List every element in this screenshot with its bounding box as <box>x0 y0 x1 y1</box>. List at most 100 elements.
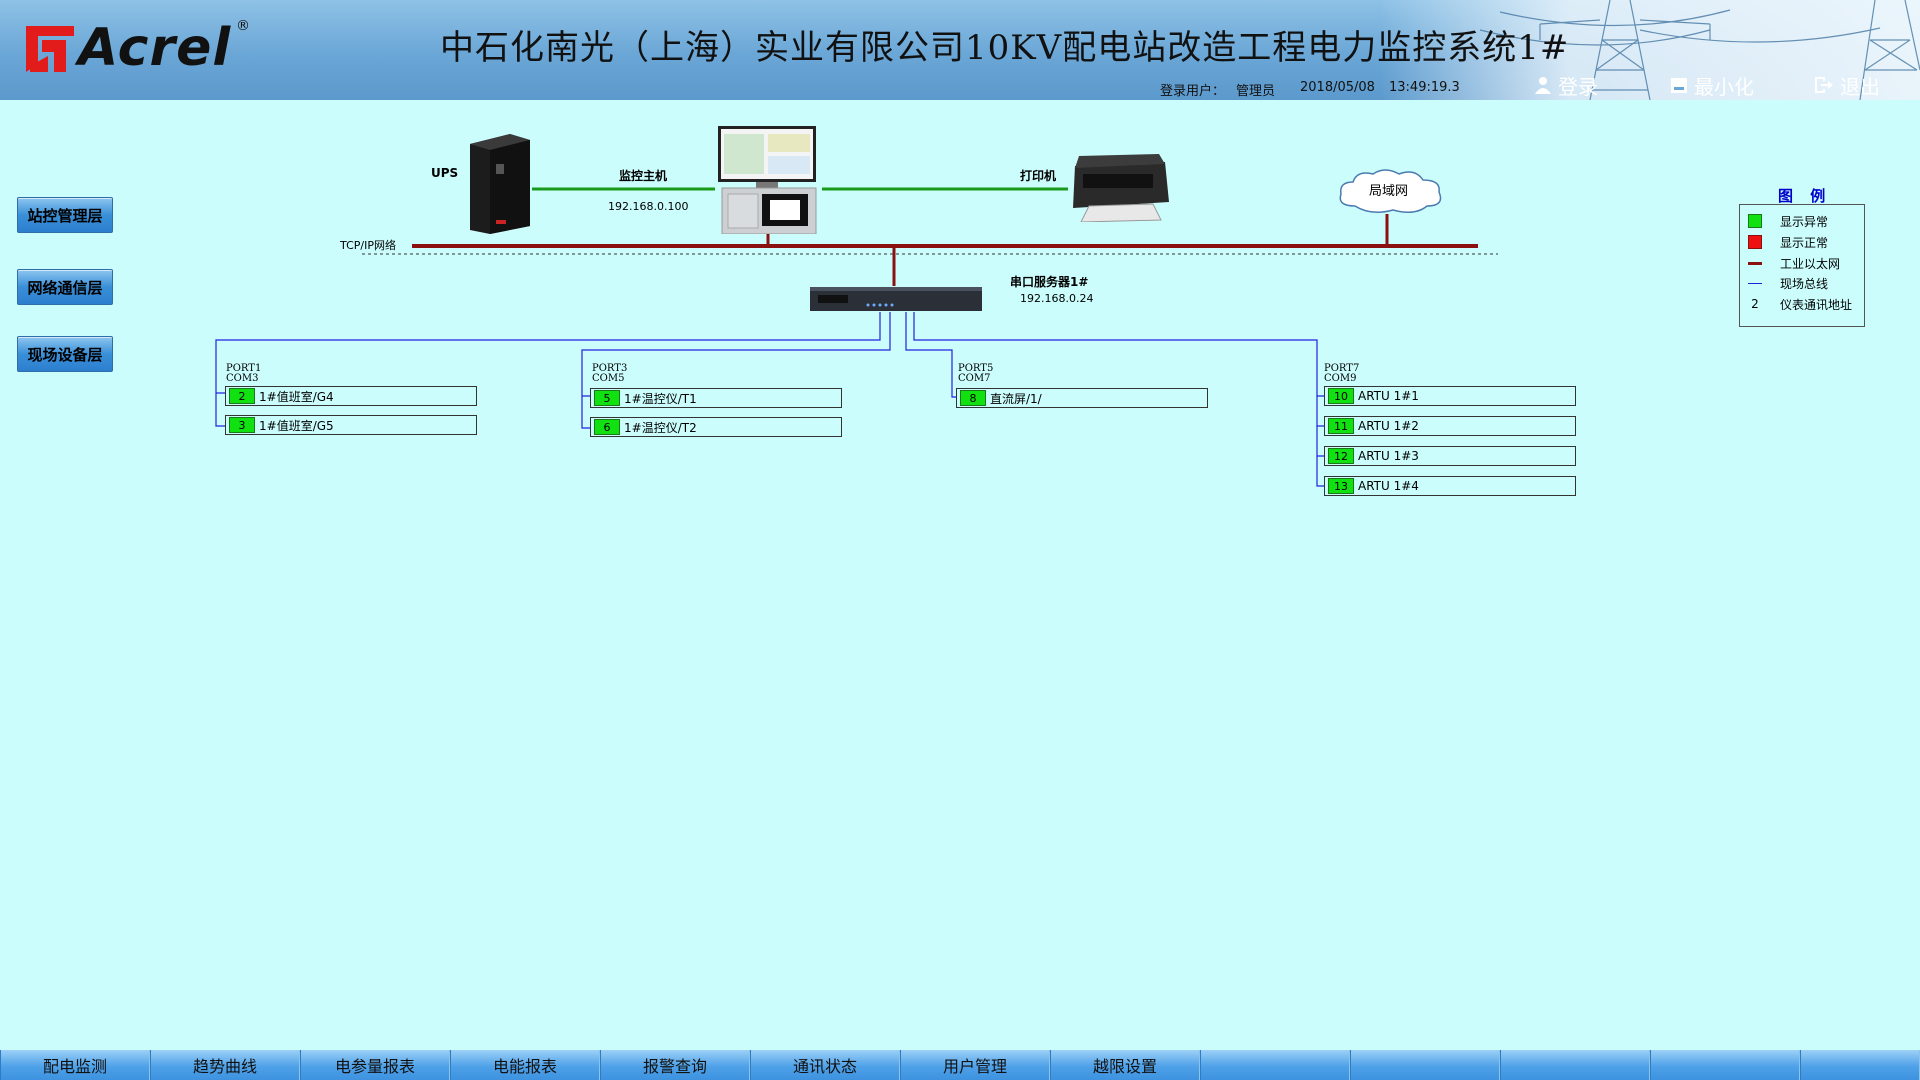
device-address: 13 <box>1328 478 1354 494</box>
nav-limit-setting[interactable]: 越限设置 <box>1050 1050 1200 1080</box>
ups-icon[interactable] <box>470 134 530 234</box>
device-address: 10 <box>1328 388 1354 404</box>
nav-alarm-query[interactable]: 报警查询 <box>600 1050 750 1080</box>
acrel-mark-icon <box>26 26 74 72</box>
device-row[interactable]: 3 1#值班室/G5 <box>225 415 477 435</box>
nav-user-manage[interactable]: 用户管理 <box>900 1050 1050 1080</box>
nav-empty[interactable] <box>1650 1050 1800 1080</box>
power-tower-icon <box>1480 0 1920 100</box>
device-address: 2 <box>229 388 255 404</box>
legend-label: 现场总线 <box>1780 276 1829 291</box>
layer-button-station[interactable]: 站控管理层 <box>17 197 113 233</box>
green-square-icon <box>1748 214 1762 228</box>
legend-item: 工业以太网 <box>1748 255 1840 271</box>
port-name: PORT5 <box>958 363 994 374</box>
device-row[interactable]: 11 ARTU 1#2 <box>1324 416 1576 436</box>
device-row[interactable]: 2 1#值班室/G4 <box>225 386 477 406</box>
minimize-label: 最小化 <box>1694 74 1754 99</box>
nav-empty[interactable] <box>1800 1050 1920 1080</box>
nav-empty[interactable] <box>1350 1050 1500 1080</box>
device-name: 1#值班室/G5 <box>259 418 334 433</box>
device-name: ARTU 1#1 <box>1358 389 1419 403</box>
topology-lines <box>215 187 1498 487</box>
device-address: 6 <box>594 419 620 435</box>
device-name: 直流屏/1/ <box>990 391 1042 406</box>
device-address: 12 <box>1328 448 1354 464</box>
host-ip: 192.168.0.100 <box>608 200 689 213</box>
fieldbus-port5 <box>905 312 956 398</box>
minimize-icon <box>1671 78 1687 93</box>
serial-server-icon[interactable] <box>810 285 982 313</box>
fieldbus-line-icon <box>1748 282 1762 284</box>
legend-label: 仪表通讯地址 <box>1780 297 1853 312</box>
current-time: 13:49:19.3 <box>1389 80 1460 95</box>
fieldbus-port1 <box>215 312 881 394</box>
nav-power-monitor[interactable]: 配电监测 <box>0 1050 150 1080</box>
port-name: PORT1 <box>226 363 262 374</box>
minimize-button[interactable]: 最小化 <box>1670 72 1754 99</box>
bottom-nav: 配电监测 趋势曲线 电参量报表 电能报表 报警查询 通讯状态 用户管理 越限设置 <box>0 1050 1920 1080</box>
nav-empty[interactable] <box>1500 1050 1650 1080</box>
port-name: PORT7 <box>1324 363 1360 374</box>
legend-label: 显示正常 <box>1780 235 1829 250</box>
serial-server-ip: 192.168.0.24 <box>1020 292 1094 305</box>
device-row[interactable]: 12 ARTU 1#3 <box>1324 446 1576 466</box>
legend-item: 2 仪表通讯地址 <box>1748 296 1852 312</box>
legend-label: 显示异常 <box>1780 214 1829 229</box>
legend-label: 工业以太网 <box>1780 256 1841 271</box>
address-symbol: 2 <box>1751 297 1759 311</box>
device-address: 8 <box>960 390 986 406</box>
exit-button[interactable]: 退出 <box>1814 72 1880 99</box>
com-name: COM3 <box>226 373 259 384</box>
device-name: 1#值班室/G4 <box>259 389 334 404</box>
device-name: 1#温控仪/T1 <box>624 391 697 406</box>
ethernet-line-icon <box>1748 261 1762 265</box>
user-name: 管理员 <box>1236 84 1276 99</box>
tcpip-label: TCP/IP网络 <box>340 239 396 252</box>
device-row[interactable]: 6 1#温控仪/T2 <box>590 417 842 437</box>
legend-item: 显示异常 <box>1748 213 1828 229</box>
fieldbus-port3 <box>581 312 891 397</box>
nav-comm-status[interactable]: 通讯状态 <box>750 1050 900 1080</box>
lan-cloud-icon[interactable] <box>1335 166 1447 216</box>
red-square-icon <box>1748 235 1762 249</box>
logo-text: Acrel <box>78 18 232 78</box>
device-row[interactable]: 8 直流屏/1/ <box>956 388 1208 408</box>
exit-label: 退出 <box>1840 74 1880 99</box>
port-group-5-label: PORT5 COM7 <box>958 364 993 384</box>
monitor-host-icon[interactable] <box>716 126 820 234</box>
exit-icon <box>1815 77 1833 93</box>
layer-button-network[interactable]: 网络通信层 <box>17 269 113 305</box>
legend-title: 图 例 <box>1778 187 1832 205</box>
acrel-logo: Acrel ® <box>26 18 256 78</box>
port-group-7-label: PORT7 COM9 <box>1324 364 1359 384</box>
com-name: COM7 <box>958 373 991 384</box>
fieldbus-port7 <box>913 312 1324 397</box>
device-address: 3 <box>229 417 255 433</box>
port-group-3-label: PORT3 COM5 <box>592 364 627 384</box>
host-label: 监控主机 <box>619 169 668 183</box>
device-name: 1#温控仪/T2 <box>624 420 697 435</box>
device-name: ARTU 1#4 <box>1358 479 1419 493</box>
nav-param-report[interactable]: 电参量报表 <box>300 1050 450 1080</box>
legend-item: 现场总线 <box>1748 275 1828 291</box>
device-address: 11 <box>1328 418 1354 434</box>
nav-empty[interactable] <box>1200 1050 1350 1080</box>
nav-energy-report[interactable]: 电能报表 <box>450 1050 600 1080</box>
layer-button-field[interactable]: 现场设备层 <box>17 336 113 372</box>
printer-icon[interactable] <box>1069 152 1171 222</box>
port-group-1-label: PORT1 COM3 <box>226 364 261 384</box>
com-name: COM9 <box>1324 373 1357 384</box>
nav-trend-curve[interactable]: 趋势曲线 <box>150 1050 300 1080</box>
port-name: PORT3 <box>592 363 628 374</box>
legend-item: 显示正常 <box>1748 234 1828 250</box>
legend-box: 显示异常 显示正常 工业以太网 现场总线 2 仪表通讯地址 <box>1739 204 1865 327</box>
device-row[interactable]: 10 ARTU 1#1 <box>1324 386 1576 406</box>
lan-label: 局域网 <box>1369 184 1409 199</box>
com-name: COM5 <box>592 373 625 384</box>
current-date: 2018/05/08 <box>1300 80 1375 95</box>
device-row[interactable]: 5 1#温控仪/T1 <box>590 388 842 408</box>
device-address: 5 <box>594 390 620 406</box>
device-row[interactable]: 13 ARTU 1#4 <box>1324 476 1576 496</box>
login-button[interactable]: 登录 <box>1534 72 1598 99</box>
